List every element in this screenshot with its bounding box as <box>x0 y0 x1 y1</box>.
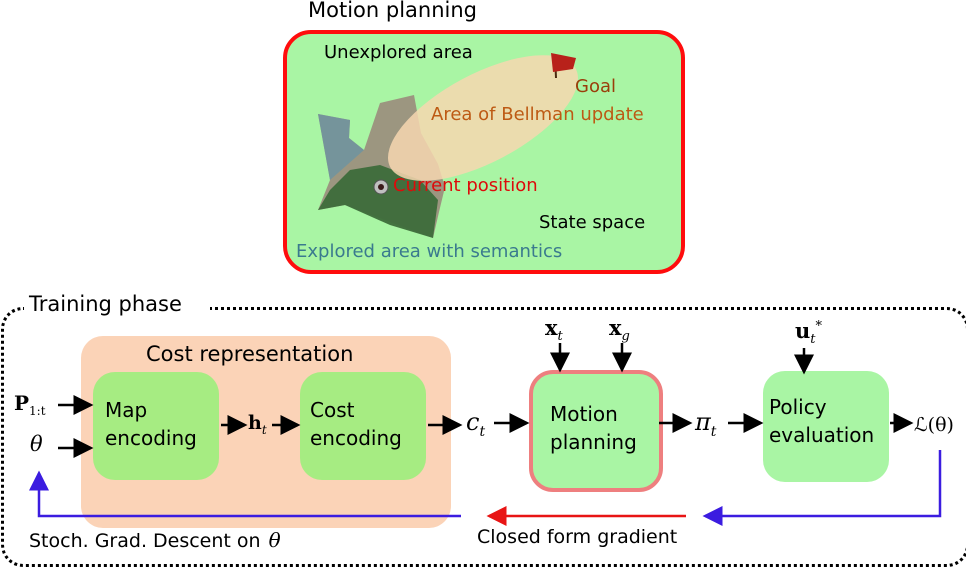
bellman-area-label: Area of Bellman update <box>431 104 644 125</box>
current-position-label: Current position <box>393 175 538 196</box>
loss-label: ℒ(θ) <box>914 414 954 436</box>
input-theta-label: θ <box>30 432 43 456</box>
unexplored-area-label: Unexplored area <box>324 42 473 63</box>
explored-area-blue <box>318 114 364 180</box>
motion-planning-block: Motion planning <box>529 370 663 492</box>
motion-planning-line2: planning <box>550 430 637 454</box>
training-phase-title: Training phase <box>29 292 182 316</box>
gradient-return-blue-right <box>702 450 942 526</box>
motion-planning-title: Motion planning <box>308 0 477 22</box>
state-space-label: State space <box>539 212 646 233</box>
gradient-return-blue-left <box>29 470 461 518</box>
c-t-label: ct <box>466 408 486 440</box>
map-encoding-line2: encoding <box>105 426 197 450</box>
map-encoding-block: Map encoding <box>93 372 219 480</box>
closed-form-gradient-label: Closed form gradient <box>477 526 678 548</box>
x-g-label: xg <box>609 315 630 345</box>
policy-evaluation-block: Policy evaluation <box>763 371 889 482</box>
motion-planning-line1: Motion <box>550 402 618 426</box>
pi-t-label: πt <box>695 408 717 440</box>
current-position-marker <box>373 179 389 195</box>
policy-evaluation-line2: evaluation <box>769 423 875 447</box>
explored-area-dark <box>318 165 438 238</box>
goal-flag-icon <box>551 53 576 79</box>
input-p-label: P1:t <box>14 391 46 418</box>
cost-encoding-line1: Cost <box>310 398 355 422</box>
x-t-label: xt <box>545 315 563 345</box>
cost-representation-title: Cost representation <box>146 342 354 366</box>
cost-encoding-line2: encoding <box>310 426 402 450</box>
cost-encoding-block: Cost encoding <box>300 372 426 480</box>
policy-evaluation-line1: Policy <box>769 395 827 419</box>
explored-area-label: Explored area with semantics <box>296 241 563 262</box>
goal-label: Goal <box>575 76 616 97</box>
u-t-star-label: ut* <box>795 318 823 348</box>
bellman-area <box>388 55 578 181</box>
h-t-label: ht <box>248 412 267 437</box>
map-encoding-line1: Map <box>105 398 148 422</box>
